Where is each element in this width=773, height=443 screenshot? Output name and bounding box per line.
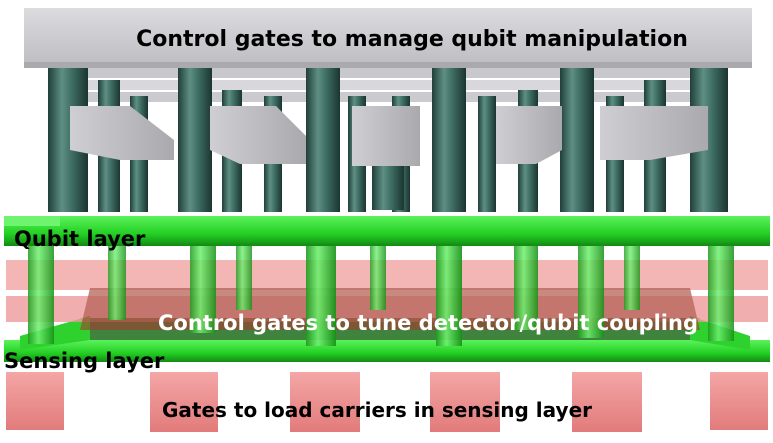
label-bottom-gates: Gates to load carriers in sensing layer [162,398,592,422]
label-qubit-layer: Qubit layer [14,227,146,251]
label-top-control-gates: Control gates to manage qubit manipulati… [136,27,688,52]
middle-pink-gates [6,260,768,330]
green-pillars [28,234,734,346]
label-middle-control-gates: Control gates to tune detector/qubit cou… [158,311,698,335]
label-sensing-layer: Sensing layer [4,349,165,373]
bottom-pink-gates [6,372,768,432]
qubit-layer-shape [4,216,770,246]
top-gate-structure [24,8,752,212]
